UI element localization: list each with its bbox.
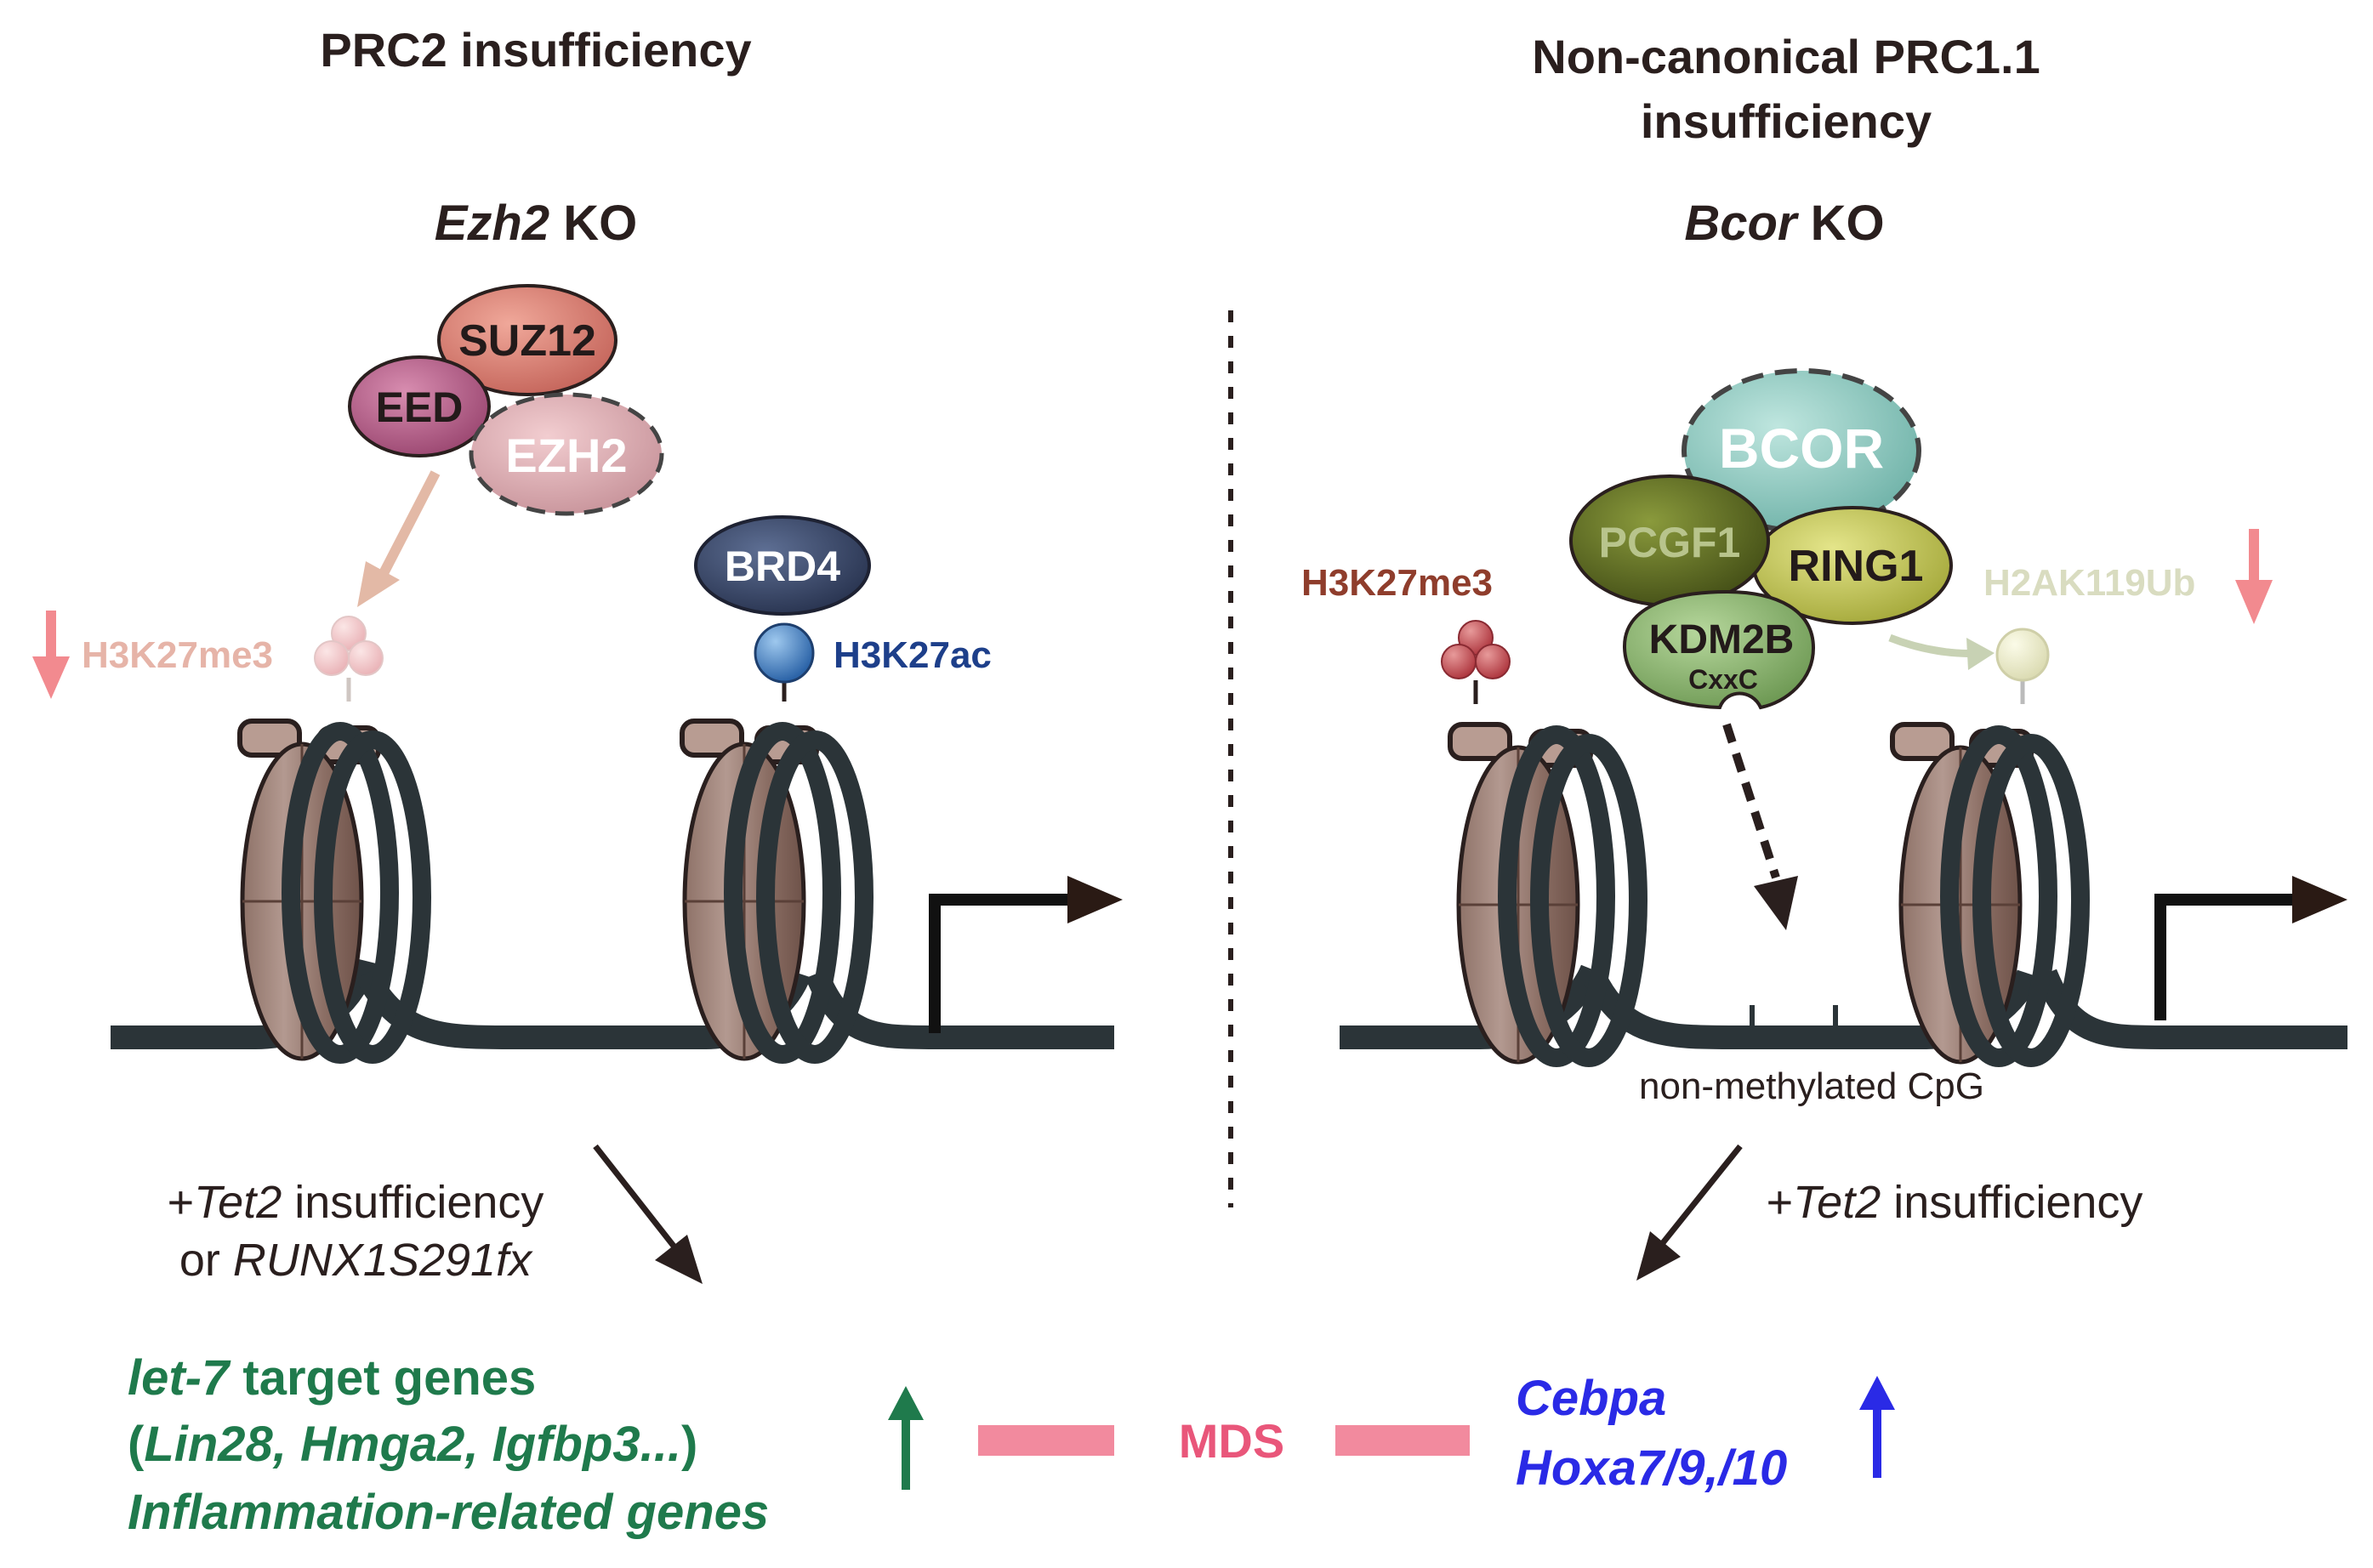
h2ak119ub-mark [1995, 628, 2050, 704]
blue-up-arrow [1859, 1376, 1895, 1478]
h2ak119ub-label: H2AK119Ub [1983, 562, 2195, 604]
brd4-protein [694, 515, 871, 616]
prc2-complex: SUZ12 EED EZH2 [348, 284, 664, 516]
left-tss-arrow [929, 876, 1123, 1033]
ezh2-to-h3k27me3-arrow [357, 470, 441, 607]
green-up-arrow [888, 1386, 924, 1490]
h2ak119ub-down-arrow [2235, 529, 2273, 624]
prc1-1-complex: BCOR PCGF1 RING1 KDM2B CxxC [1569, 368, 1953, 710]
right-heading-line1: Non-canonical PRC1.1 [1532, 30, 2040, 83]
left-genes-line1: let-7 target genes [128, 1350, 536, 1406]
ring1-label: RING1 [1789, 542, 1924, 591]
right-heading-line2: insufficiency [1641, 94, 1932, 148]
eed-label: EED [376, 383, 464, 431]
right-h3k27me3-mark [1441, 620, 1511, 704]
left-note-line1: +Tet2 insufficiency [168, 1177, 544, 1228]
kdm2b-to-cpg-dashed-arrow [1722, 723, 1798, 930]
left-nucleosome-2 [680, 719, 874, 1064]
left-genes-line2: (Lin28, Hmga2, Igfbp3...) [128, 1417, 697, 1472]
right-diagonal-arrow [1636, 1144, 1743, 1281]
ezh2-protein [469, 392, 664, 516]
ring1-to-h2ak119ub-arrow [1888, 633, 1995, 670]
left-heading: PRC2 insufficiency [320, 23, 751, 77]
right-nucleosome-1 [1448, 722, 1647, 1067]
left-nucleosome-1 [237, 719, 431, 1064]
right-tss-arrow [2154, 876, 2347, 1020]
mds-right-bar [1335, 1425, 1470, 1456]
left-ko-label: Ezh2 KO [435, 196, 638, 251]
right-nucleosome-2 [1890, 722, 2090, 1067]
cxxc-label: CxxC [1688, 664, 1758, 695]
right-note: +Tet2 insufficiency [1767, 1177, 2143, 1228]
bcor-label: BCOR [1719, 417, 1884, 480]
kdm2b-label: KDM2B [1649, 617, 1795, 662]
ezh2-label: EZH2 [505, 429, 627, 482]
left-h3k27me3-mark [314, 616, 384, 702]
pcgf1-label: PCGF1 [1599, 519, 1741, 566]
left-h3k27me3-label: H3K27me3 [82, 634, 273, 676]
brd4-label: BRD4 [725, 543, 840, 590]
h3k27ac-mark [754, 622, 815, 702]
left-note-line2: or RUNX1S291fx [179, 1235, 533, 1286]
left-genes-line3: Inflammation-related genes [128, 1485, 769, 1540]
right-genes-line2: Hoxa7/9,/10 [1516, 1440, 1787, 1496]
right-ko-label: Bcor KO [1684, 196, 1884, 251]
left-diagonal-arrow [593, 1144, 703, 1284]
right-h3k27me3-label: H3K27me3 [1301, 562, 1493, 604]
suz12-label: SUZ12 [458, 316, 596, 366]
h3k27ac-label: H3K27ac [834, 634, 992, 676]
kdm2b-protein [1622, 589, 1816, 710]
eed-protein [348, 355, 491, 457]
suz12-protein [437, 284, 617, 396]
mds-left-bar [978, 1425, 1114, 1456]
mds-label: MDS [1179, 1414, 1284, 1468]
cpg-sites [1750, 1005, 1838, 1029]
cpg-label: non-methylated CpG [1639, 1065, 1984, 1107]
h3k27me3-down-arrow [32, 611, 70, 699]
right-genes-line1: Cebpa [1516, 1371, 1666, 1426]
